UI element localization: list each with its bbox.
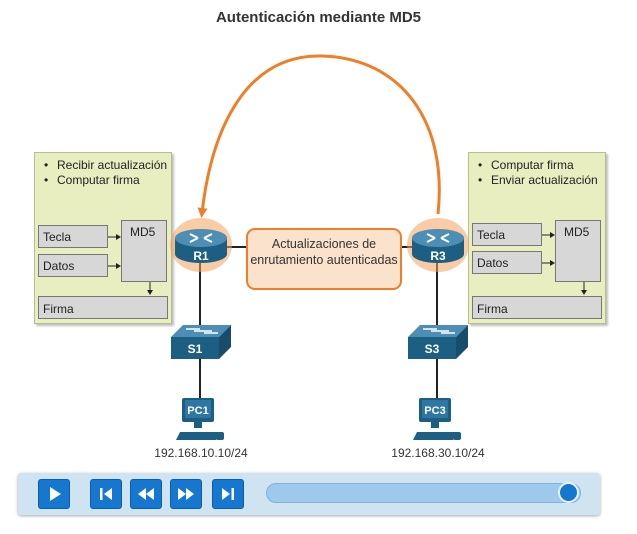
- router-r3[interactable]: R3: [405, 216, 471, 274]
- update-arc-arrow: [197, 54, 441, 218]
- fast-forward-icon: [178, 488, 194, 500]
- router-r3-label: R3: [430, 249, 446, 263]
- play-icon: [50, 487, 61, 501]
- router-arrows-icon: [426, 233, 450, 243]
- right-bullet-list: Computar firma Enviar actualización: [469, 158, 603, 188]
- router-arrows-icon: [189, 233, 213, 243]
- left-arrows: [108, 234, 153, 295]
- switch-arrows-icon: [186, 328, 218, 334]
- pc-pc1[interactable]: PC1: [176, 396, 226, 444]
- right-key-label: Tecla: [477, 228, 506, 242]
- pc-pc3-label: PC3: [424, 405, 445, 417]
- right-md5-panel: Computar firma Enviar actualización MD5 …: [468, 152, 606, 324]
- rewind-button[interactable]: [130, 479, 162, 509]
- pc-pc1-label: PC1: [187, 405, 208, 417]
- left-md5-box: MD5: [121, 220, 167, 282]
- left-data-label: Datos: [43, 259, 75, 273]
- ip-address-pc3: 192.168.30.10/24: [391, 446, 485, 460]
- right-md5-label: MD5: [564, 225, 590, 239]
- switch-s1[interactable]: S1: [168, 322, 234, 362]
- progress-track[interactable]: [266, 483, 581, 503]
- skip-to-end-button[interactable]: [212, 479, 244, 509]
- right-signature-box: Firma: [472, 296, 602, 319]
- switch-s1-label: S1: [188, 342, 203, 356]
- left-data-box: Datos: [38, 254, 108, 277]
- right-data-label: Datos: [477, 256, 509, 270]
- rewind-icon: [138, 488, 154, 500]
- skip-to-start-button[interactable]: [90, 479, 122, 509]
- left-key-label: Tecla: [43, 230, 72, 244]
- right-data-box: Datos: [472, 251, 542, 274]
- router-r1-label: R1: [193, 249, 209, 263]
- left-md5-panel: Recibir actualización Computar firma MD5…: [34, 152, 172, 324]
- progress-knob[interactable]: [558, 482, 579, 503]
- right-key-box: Tecla: [472, 223, 542, 246]
- page-title: Autenticación mediante MD5: [215, 9, 422, 26]
- left-md5-label: MD5: [130, 225, 156, 239]
- ip-address-pc1: 192.168.10.10/24: [154, 446, 248, 460]
- left-key-box: Tecla: [38, 225, 108, 248]
- skip-start-icon: [100, 488, 112, 500]
- left-signature-box: Firma: [38, 296, 168, 319]
- animation-player-bar: [18, 473, 600, 515]
- switch-arrows-icon: [423, 328, 455, 334]
- router-r1[interactable]: R1: [168, 216, 234, 274]
- switch-s3-label: S3: [425, 342, 440, 356]
- authenticated-updates-callout: Actualizaciones de enrutamiento autentic…: [246, 228, 402, 290]
- right-bullet-2: Enviar actualización: [469, 173, 603, 188]
- left-bullet-list: Recibir actualización Computar firma: [35, 158, 169, 188]
- skip-end-icon: [222, 488, 234, 500]
- fast-forward-button[interactable]: [170, 479, 202, 509]
- left-bullet-2: Computar firma: [35, 173, 169, 188]
- right-signature-label: Firma: [477, 302, 508, 316]
- switch-s3[interactable]: S3: [405, 322, 471, 362]
- left-bullet-1: Recibir actualización: [35, 158, 169, 173]
- left-signature-label: Firma: [43, 302, 74, 316]
- right-bullet-1: Computar firma: [469, 158, 603, 173]
- callout-text: Actualizaciones de enrutamiento autentic…: [250, 237, 398, 267]
- right-md5-box: MD5: [555, 220, 601, 282]
- right-arrows: [542, 232, 587, 295]
- pc-pc3[interactable]: PC3: [413, 396, 463, 444]
- play-button[interactable]: [38, 479, 70, 509]
